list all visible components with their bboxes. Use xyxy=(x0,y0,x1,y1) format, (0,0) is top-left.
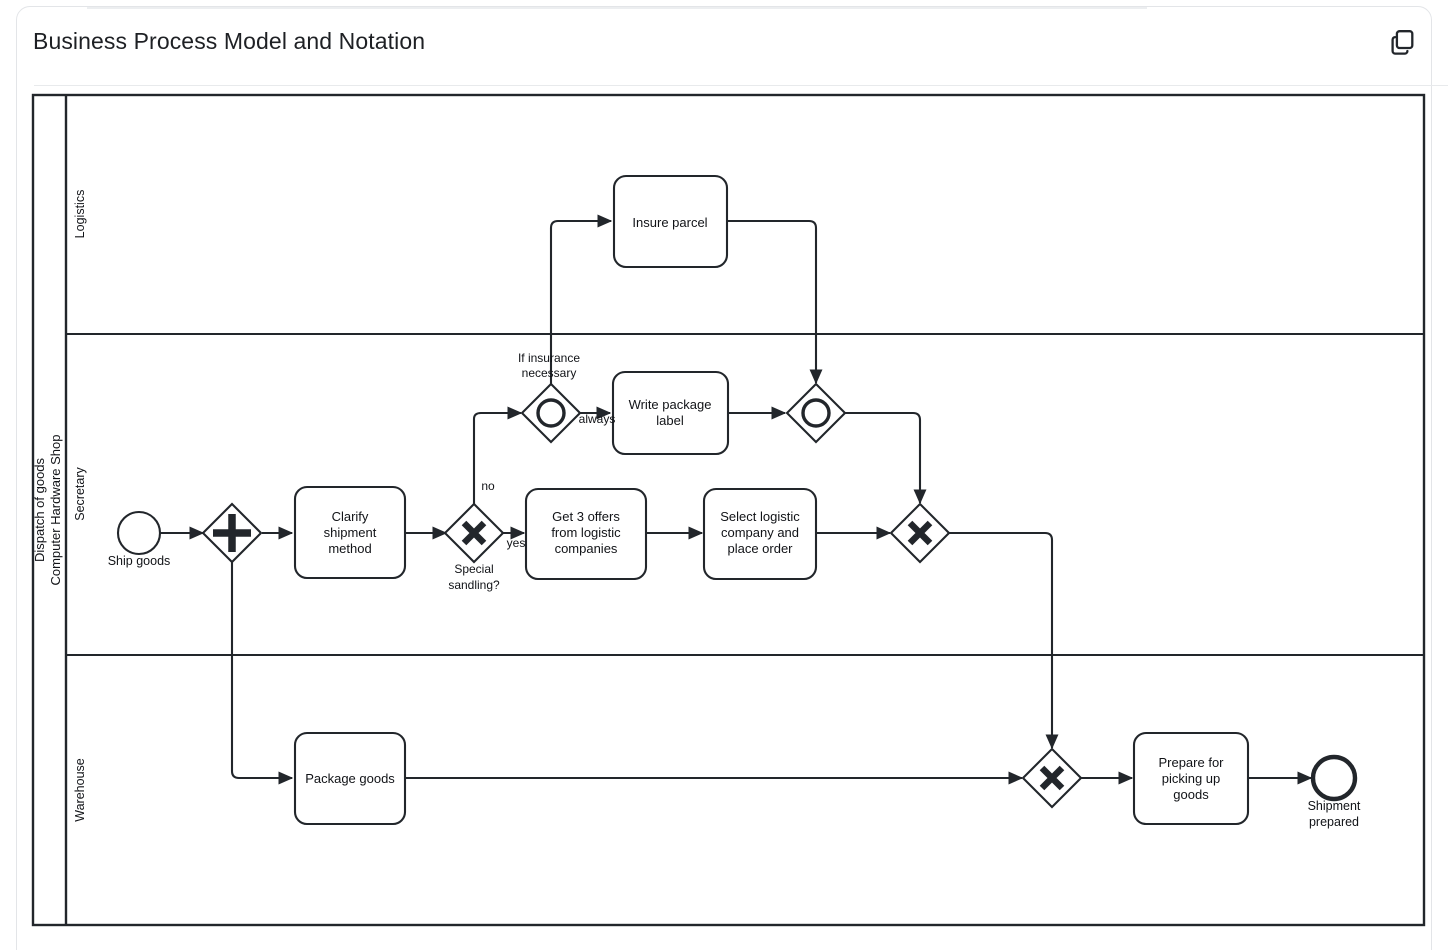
edge-labels: no yes always If insurance necessary xyxy=(481,351,615,550)
edge-label-if-insurance-line: necessary xyxy=(522,366,577,380)
plus-icon xyxy=(213,514,251,552)
task-label: Insure parcel xyxy=(632,215,707,230)
task-label-line: place order xyxy=(727,541,793,556)
task-label-line: picking up xyxy=(1162,771,1221,786)
node-exclusive-gateway-special-handling[interactable]: Special sandling? xyxy=(443,502,505,592)
node-task-package-goods[interactable]: Package goods xyxy=(293,731,407,826)
task-label-line: goods xyxy=(1173,787,1209,802)
task-label-line: company and xyxy=(721,525,799,540)
task-label-line: Select logistic xyxy=(720,509,800,524)
end-event-label-line: Shipment xyxy=(1308,799,1361,813)
node-inclusive-gateway-insurance-join[interactable] xyxy=(785,382,847,444)
pool-label-line2: Computer Hardware Shop xyxy=(48,434,63,585)
edge-label-yes: yes xyxy=(507,536,526,550)
pool-label-line1: Dispatch of goods xyxy=(32,457,47,562)
task-label-line: Prepare for xyxy=(1158,755,1224,770)
node-start-event-ship-goods[interactable]: Ship goods xyxy=(108,510,171,568)
pool-label: Dispatch of goods Computer Hardware Shop xyxy=(32,434,63,585)
task-label-line: method xyxy=(328,541,371,556)
flow-xor-join-to-warehouse-xor xyxy=(949,531,1059,750)
flow-xor-no-to-or-split xyxy=(472,406,523,504)
node-task-clarify-shipment-method[interactable]: Clarify shipment method xyxy=(293,485,407,580)
node-end-event-shipment-prepared[interactable]: Shipment prepared xyxy=(1308,754,1361,829)
edge-label-no: no xyxy=(481,479,495,493)
copy-button[interactable] xyxy=(1382,22,1424,62)
node-inclusive-gateway-insurance-split[interactable] xyxy=(520,382,582,444)
lane-label-logistics: Logistics xyxy=(73,190,87,239)
x-icon xyxy=(907,520,933,546)
end-event-label-line: prepared xyxy=(1309,815,1359,829)
task-label-line: from logistic xyxy=(551,525,621,540)
task-label-line: label xyxy=(656,413,684,428)
card-header xyxy=(34,14,1448,86)
pool-frame xyxy=(31,93,1426,927)
circle-icon xyxy=(536,398,566,428)
lane-label-warehouse: Warehouse xyxy=(73,758,87,822)
x-icon xyxy=(461,520,487,546)
gateway-label-line: Special xyxy=(454,562,493,576)
task-label-line: Get 3 offers xyxy=(552,509,620,524)
lane-label-secretary: Secretary xyxy=(73,467,87,521)
task-label-line: Write package xyxy=(629,397,712,412)
card-top-edge-hint xyxy=(87,7,1147,9)
task-label-line: Clarify xyxy=(332,509,369,524)
task-label: Package goods xyxy=(305,771,395,786)
circle-icon xyxy=(801,398,831,428)
page-title: Business Process Model and Notation xyxy=(33,28,426,54)
node-task-write-package-label[interactable]: Write package label xyxy=(611,370,730,456)
flow-or-join-to-xor-join xyxy=(845,411,927,505)
start-event-label: Ship goods xyxy=(108,554,171,568)
node-exclusive-gateway-join-warehouse[interactable] xyxy=(1021,747,1083,809)
node-task-get-3-offers[interactable]: Get 3 offers from logistic companies xyxy=(524,487,648,581)
task-label-line: shipment xyxy=(324,525,377,540)
flow-parallel-to-package xyxy=(230,562,294,785)
node-exclusive-gateway-join-secretary[interactable] xyxy=(889,502,951,564)
x-icon xyxy=(1039,765,1065,791)
flow-or-split-to-insure xyxy=(549,214,613,391)
flow-insure-to-or-join xyxy=(728,219,823,385)
node-task-prepare-for-picking-up-goods[interactable]: Prepare for picking up goods xyxy=(1132,731,1250,826)
copy-icon xyxy=(1391,30,1414,55)
node-parallel-gateway[interactable] xyxy=(201,502,263,564)
gateway-label-line: sandling? xyxy=(448,578,500,592)
task-label-line: companies xyxy=(555,541,618,556)
node-task-insure-parcel[interactable]: Insure parcel xyxy=(612,174,729,269)
sequence-flows xyxy=(160,214,1313,785)
edge-label-if-insurance-line: If insurance xyxy=(518,351,580,365)
node-task-select-logistic-company[interactable]: Select logistic company and place order xyxy=(702,487,818,581)
edge-label-always: always xyxy=(579,412,616,426)
